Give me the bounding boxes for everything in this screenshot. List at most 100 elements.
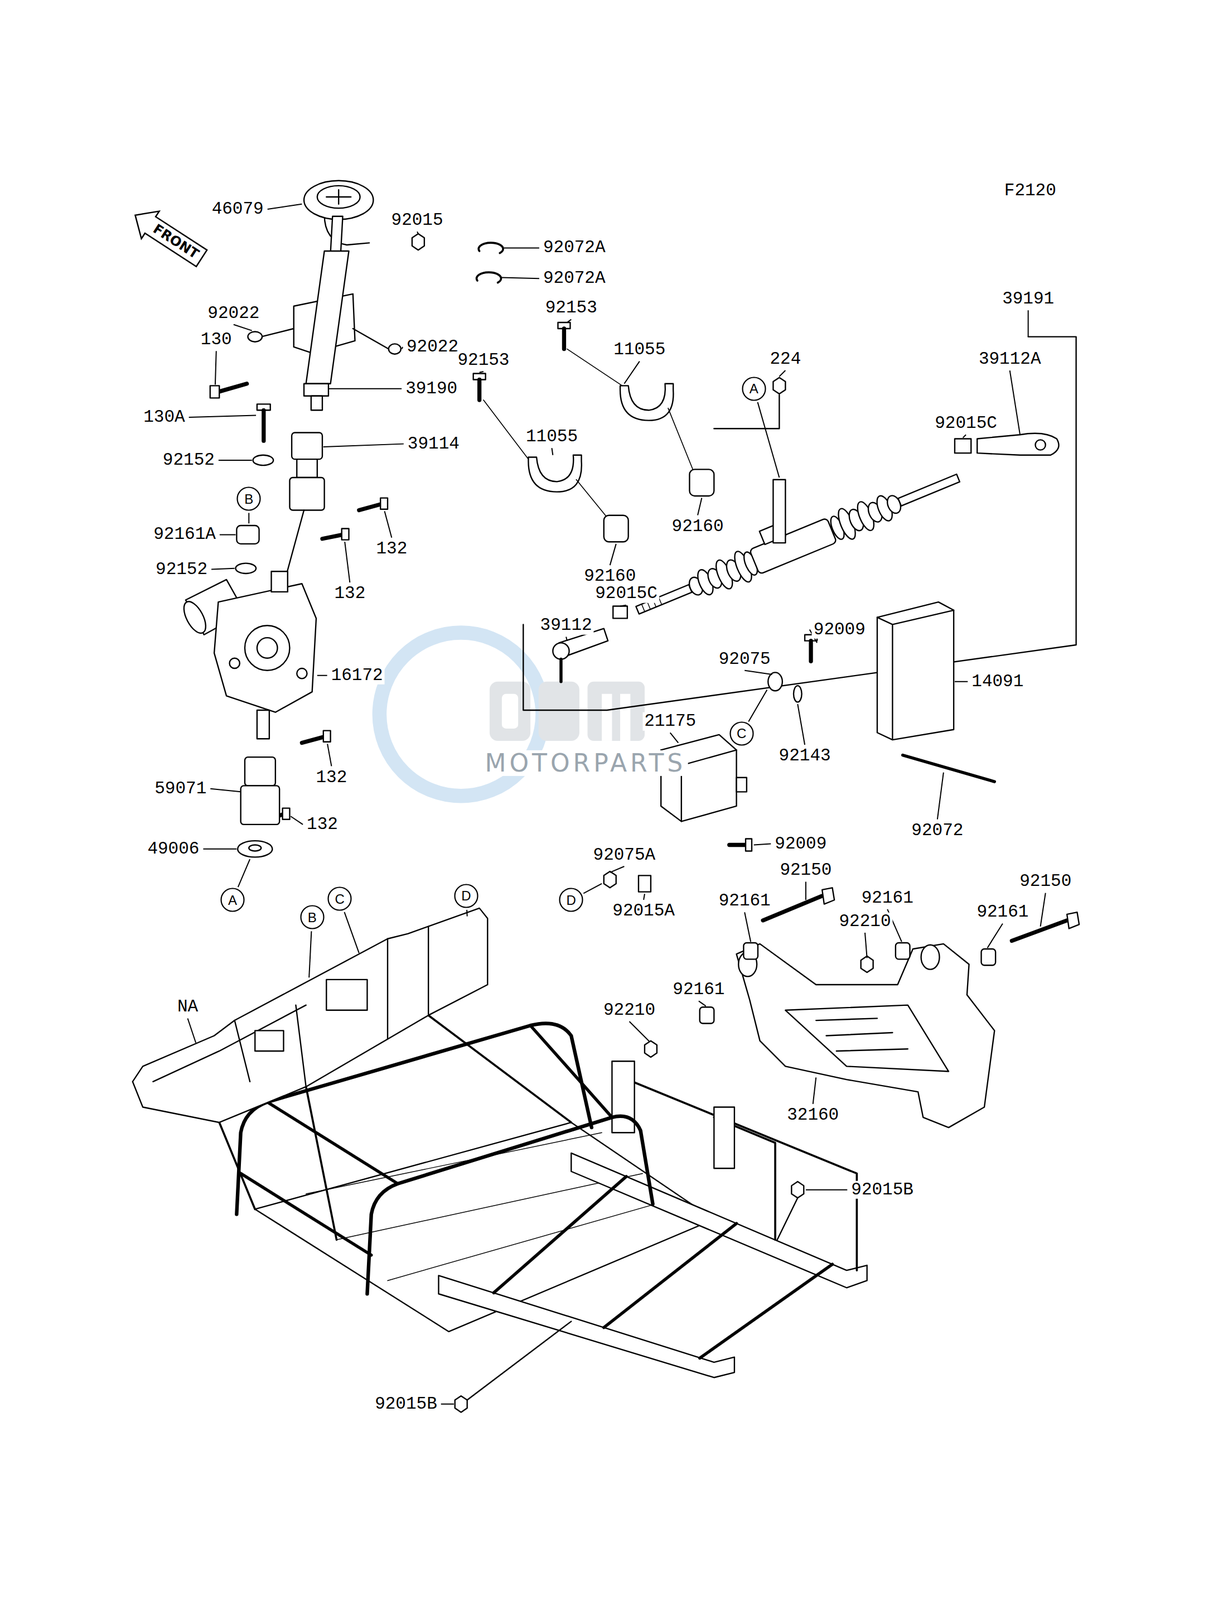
universal-joint bbox=[240, 785, 280, 825]
watermark-logo bbox=[601, 693, 612, 741]
circle-outline bbox=[454, 883, 478, 907]
reference-circle: B bbox=[300, 904, 325, 930]
callout-number: 49006 bbox=[145, 839, 201, 858]
rack-bracket-line bbox=[523, 336, 1076, 710]
leader-line bbox=[344, 541, 350, 583]
steering-column bbox=[303, 383, 329, 396]
leader-line bbox=[441, 1403, 454, 1405]
leader-line bbox=[864, 932, 868, 959]
reference-letter: D bbox=[461, 888, 471, 903]
leader-line bbox=[805, 881, 807, 900]
clip bbox=[476, 242, 504, 283]
callout-number: 92022 bbox=[205, 303, 261, 323]
steering-rack bbox=[749, 517, 838, 574]
leader-line bbox=[813, 1076, 817, 1104]
watermark-logo bbox=[489, 681, 531, 741]
clamp bbox=[562, 328, 567, 350]
leader-line bbox=[327, 743, 332, 766]
parts-illustration bbox=[132, 180, 1080, 1413]
bolt bbox=[341, 528, 350, 540]
callout-label: NA bbox=[175, 997, 200, 1017]
washer bbox=[248, 844, 261, 851]
leader-line bbox=[248, 512, 250, 524]
callout-number: 39190 bbox=[403, 379, 459, 399]
reference-circle: D bbox=[558, 887, 584, 912]
callout-number: 92160 bbox=[582, 567, 638, 586]
battery-box bbox=[902, 755, 995, 782]
nut bbox=[772, 377, 786, 394]
swing-arm bbox=[644, 1040, 657, 1057]
callout-number: 92161A bbox=[151, 525, 218, 544]
callout-number: 224 bbox=[767, 350, 803, 369]
callout-number: 16172 bbox=[329, 666, 385, 685]
universal-joint bbox=[285, 510, 304, 578]
leader-line bbox=[797, 703, 805, 745]
tie-rod-end bbox=[612, 605, 628, 618]
leader-line bbox=[267, 204, 303, 210]
leader-line bbox=[344, 911, 359, 953]
reference-letter: A bbox=[749, 381, 759, 396]
callout-number: 92153 bbox=[455, 350, 511, 370]
leader-line bbox=[323, 443, 404, 447]
leader-line bbox=[1027, 310, 1029, 337]
reference-circle: C bbox=[327, 886, 352, 911]
watermark: MOTORPARTS bbox=[483, 750, 689, 776]
horn-cap bbox=[303, 180, 374, 220]
washer bbox=[237, 840, 273, 857]
power-steering-unit bbox=[257, 709, 270, 739]
callout-number: 92075A bbox=[591, 845, 658, 864]
leader-line bbox=[566, 636, 568, 641]
reference-letter: B bbox=[307, 910, 317, 925]
leader-line bbox=[328, 388, 402, 390]
leader-line bbox=[567, 319, 572, 323]
tie-rod-end bbox=[552, 642, 569, 659]
reference-letter: A bbox=[228, 892, 238, 907]
frame-nut bbox=[467, 1321, 572, 1400]
swing-arm bbox=[815, 1017, 908, 1051]
power-steering-unit bbox=[179, 597, 211, 637]
leader-line bbox=[504, 247, 540, 249]
steering-rack bbox=[627, 453, 965, 626]
bushing bbox=[236, 525, 259, 544]
front-arrow: FRONT bbox=[126, 201, 211, 273]
washer bbox=[247, 331, 263, 342]
control-unit bbox=[660, 734, 737, 821]
vehicle-frame bbox=[152, 926, 429, 1087]
leader-line bbox=[643, 893, 645, 900]
vehicle-frame bbox=[132, 907, 488, 1123]
swing-arm bbox=[736, 943, 995, 1128]
bolt bbox=[301, 736, 325, 743]
leader-line bbox=[805, 1188, 848, 1191]
control-unit bbox=[603, 871, 617, 888]
swing-arm bbox=[699, 1006, 715, 1023]
battery-box bbox=[877, 601, 995, 782]
steering-column bbox=[306, 250, 350, 384]
steering-column bbox=[311, 395, 323, 411]
control-unit bbox=[745, 838, 752, 852]
circle-outline bbox=[559, 888, 583, 912]
leader-line bbox=[317, 674, 328, 676]
reference-letter: C bbox=[736, 726, 747, 741]
bolt bbox=[323, 730, 331, 742]
clamp bbox=[620, 383, 674, 421]
swing-arm bbox=[822, 887, 835, 904]
leader-line bbox=[583, 883, 602, 893]
tie-rod-end bbox=[954, 438, 971, 454]
circle-outline bbox=[300, 905, 324, 929]
leader-line bbox=[402, 346, 403, 350]
washer bbox=[388, 343, 401, 354]
tie-rod-end bbox=[552, 433, 1059, 682]
circle-outline bbox=[742, 376, 766, 400]
callout-number: 92150 bbox=[1017, 872, 1073, 891]
callout-number: 130 bbox=[199, 330, 234, 350]
leader-line bbox=[954, 680, 968, 683]
reference-letter: D bbox=[566, 892, 577, 907]
vehicle-frame bbox=[219, 1014, 572, 1240]
swing-arm bbox=[785, 1004, 949, 1072]
nut bbox=[412, 233, 425, 250]
reference-circle: B bbox=[236, 486, 261, 511]
circle-outline bbox=[730, 722, 753, 746]
callout-number: 59071 bbox=[152, 779, 209, 799]
leader-line bbox=[624, 361, 640, 384]
control-unit bbox=[808, 640, 813, 662]
